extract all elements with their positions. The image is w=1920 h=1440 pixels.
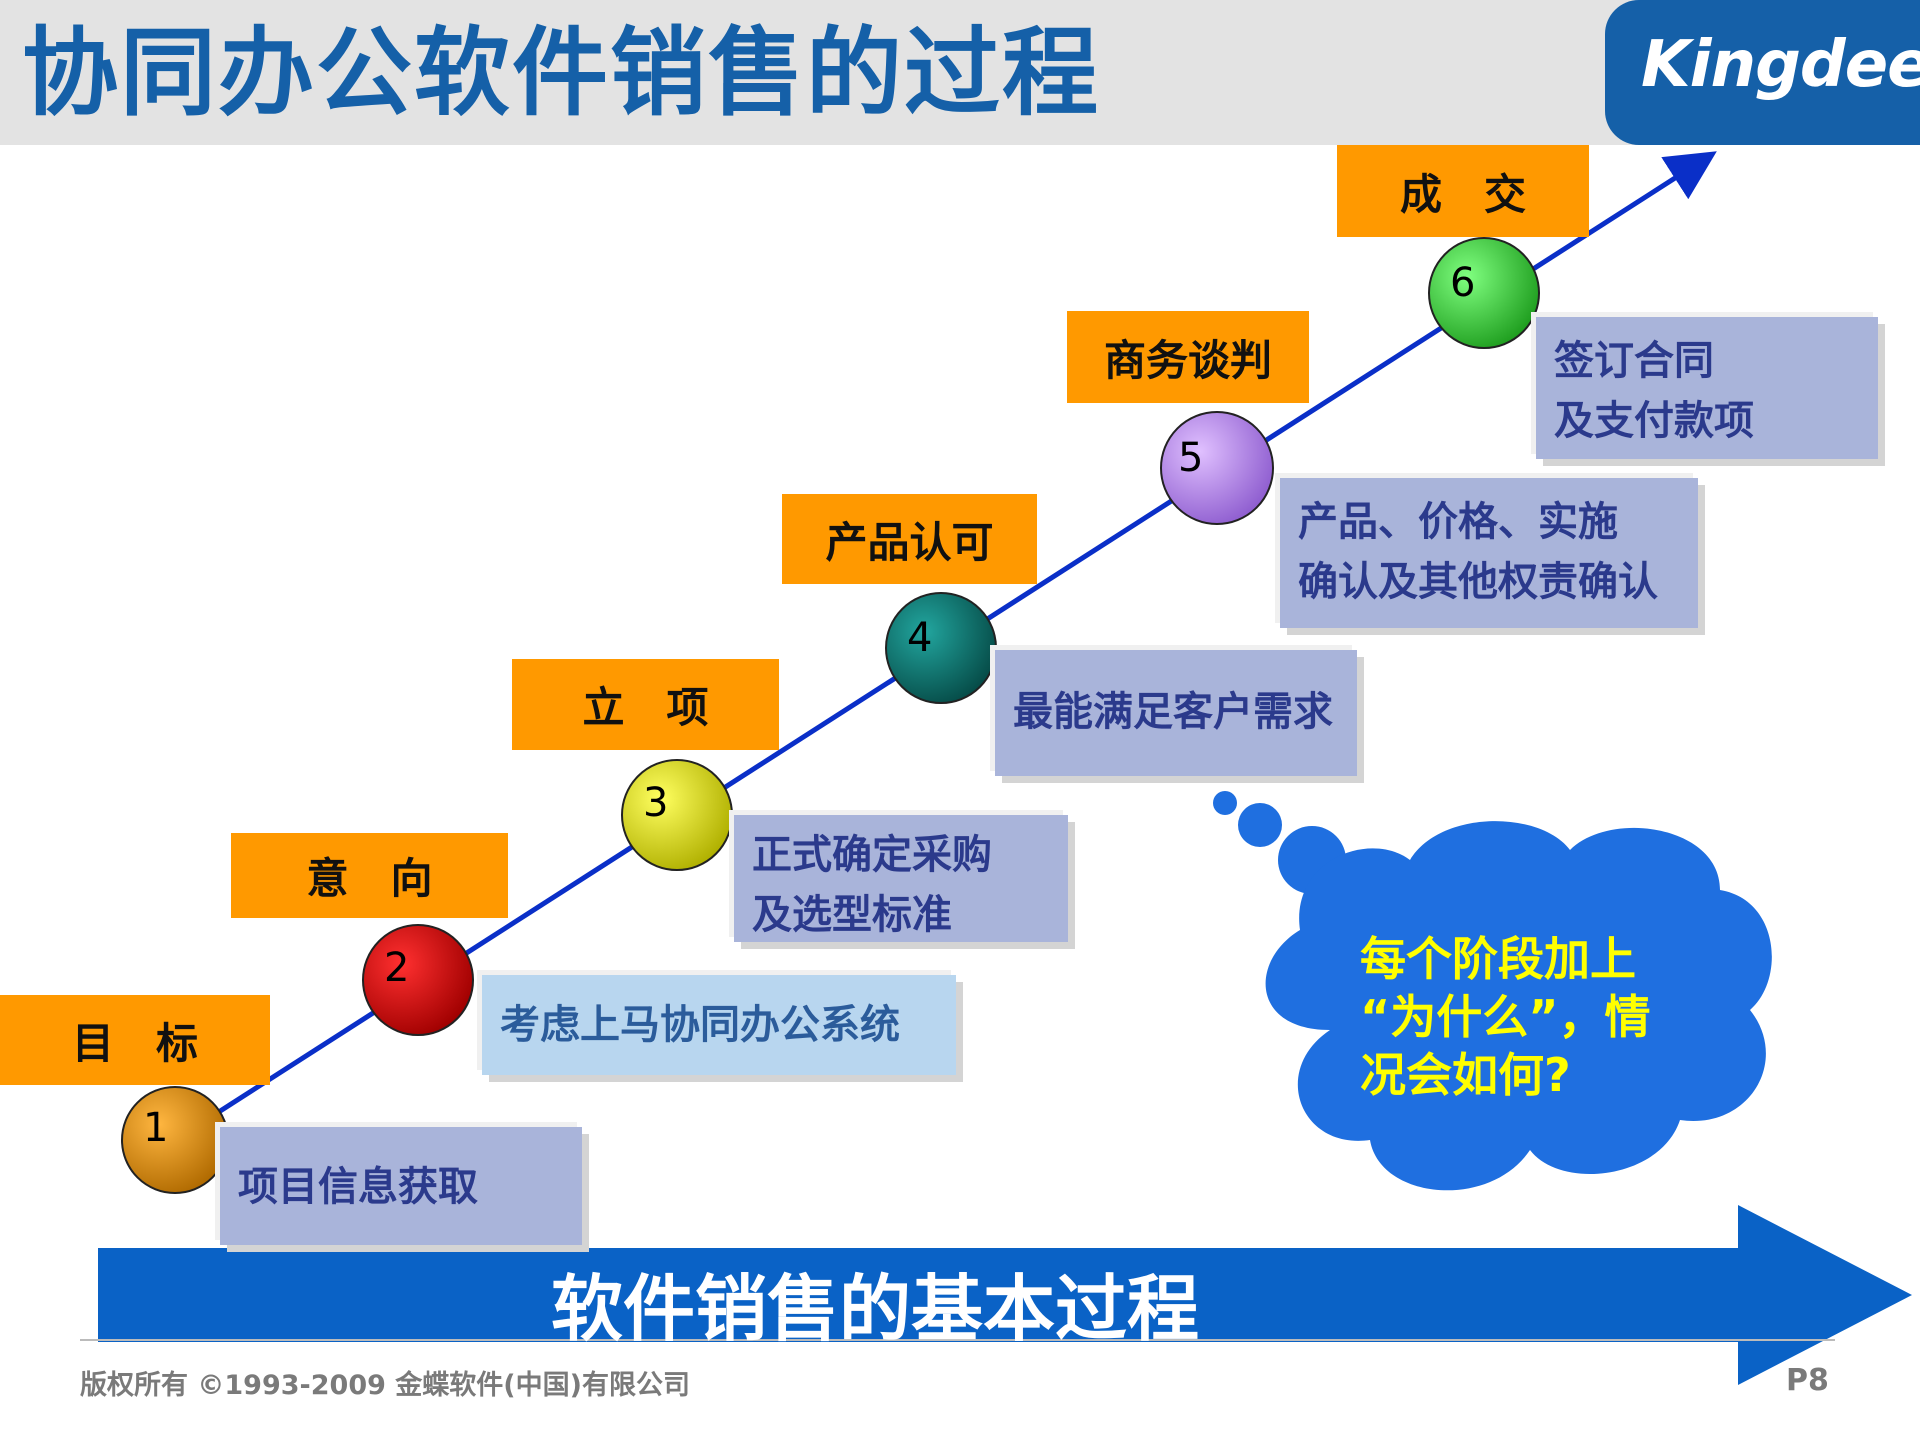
stage-ball-1 [121, 1086, 229, 1194]
stage-label-3: 立 项 [512, 659, 779, 750]
slide-title: 协同办公软件销售的过程 [22, 17, 1100, 129]
stage-label-4: 产品认可 [782, 494, 1037, 584]
stage-ball-6 [1428, 237, 1540, 349]
stage-ball-3 [621, 759, 733, 871]
stage-description-4: 最能满足客户需求 [995, 650, 1357, 776]
stage-ball-4 [885, 592, 997, 704]
stage-number-4: 4 [907, 615, 933, 661]
stage-description-2: 考虑上马协同办公系统 [482, 975, 956, 1075]
stage-description-5: 产品、价格、实施 确认及其他权责确认 [1280, 478, 1698, 628]
logo-text: Kingdee [1641, 28, 1920, 102]
thought-bubble-text: 每个阶段加上 “为什么”，情 况会如何? [1360, 932, 1651, 1102]
stage-number-5: 5 [1178, 435, 1204, 481]
stage-label-2: 意 向 [231, 833, 508, 918]
header-bar [0, 0, 1920, 145]
stage-number-2: 2 [384, 945, 410, 991]
stage-label-5: 商务谈判 [1067, 311, 1309, 403]
kingdee-logo: Kingdee [1605, 0, 1920, 145]
stage-description-6: 签订合同 及支付款项 [1536, 317, 1878, 459]
stage-number-1: 1 [143, 1105, 169, 1151]
stage-ball-5 [1160, 411, 1274, 525]
stage-number-6: 6 [1450, 260, 1476, 306]
page-number: P8 [1786, 1363, 1829, 1398]
stage-description-3: 正式确定采购 及选型标准 [734, 815, 1068, 942]
copyright-footer: 版权所有 ©1993-2009 金蝶软件(中国)有限公司 [80, 1370, 690, 1401]
stage-label-6: 成 交 [1337, 145, 1589, 237]
stage-ball-2 [362, 924, 474, 1036]
thought-cloud [1213, 791, 1772, 1191]
bottom-arrow-label: 软件销售的基本过程 [550, 1267, 1199, 1351]
stage-label-1: 目 标 [0, 995, 270, 1085]
stage-number-3: 3 [643, 780, 669, 826]
stage-description-1: 项目信息获取 [220, 1127, 582, 1245]
